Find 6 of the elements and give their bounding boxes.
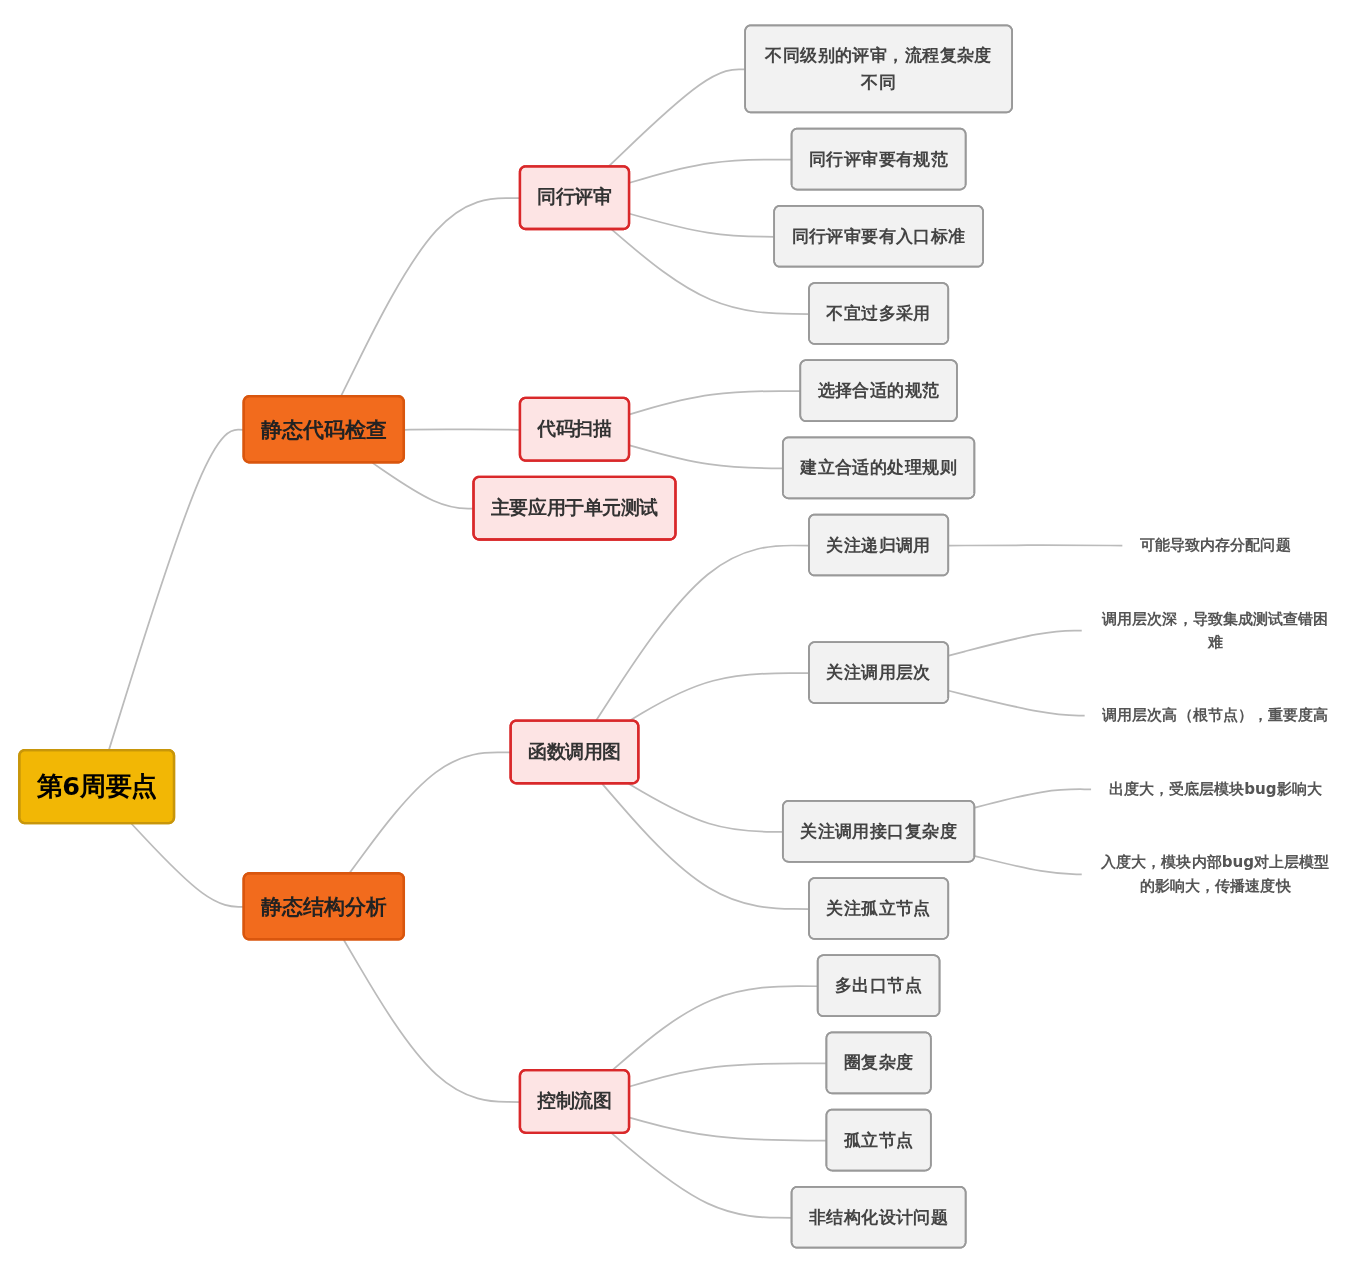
node-text: 调用层次深，导致集成测试查错困难 bbox=[1102, 609, 1329, 650]
node-text: 出度大，受底层模块bug影响大 bbox=[1108, 779, 1322, 798]
node-text: 可能导致内存分配问题 bbox=[1139, 536, 1291, 554]
node-text: 调用层次高（根节点），重要度高 bbox=[1102, 706, 1329, 724]
node-text: 入度大，模块内部bug对上层模型的影响大，传播速度快 bbox=[1100, 853, 1330, 894]
connector bbox=[974, 788, 1093, 809]
